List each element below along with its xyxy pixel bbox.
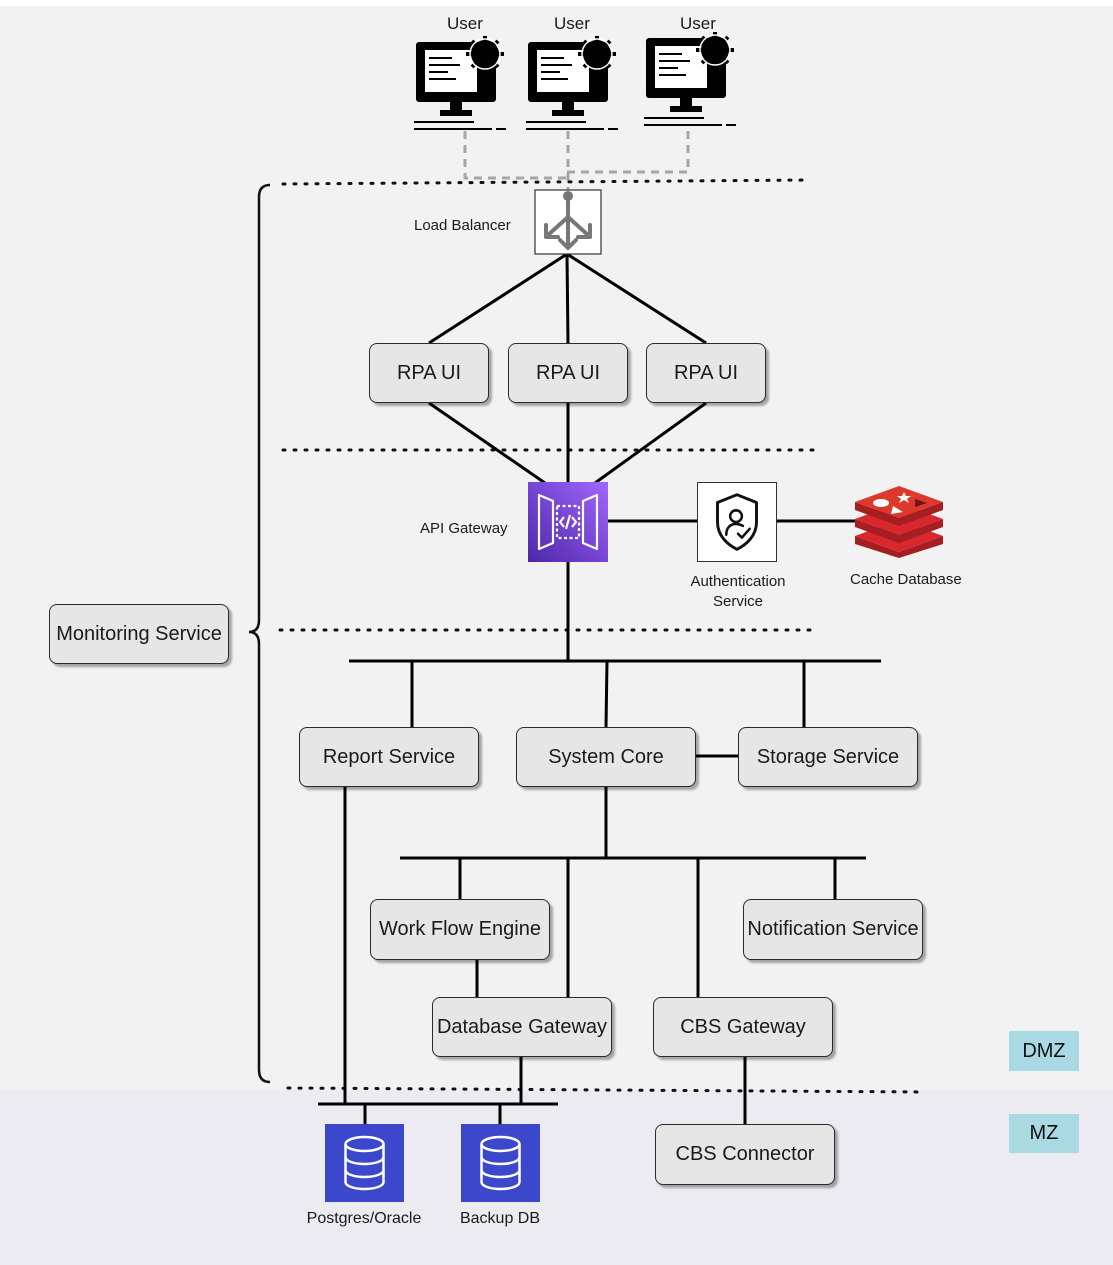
- user-label-2: User: [554, 14, 590, 33]
- auth-service-text: Authentication Service: [690, 573, 786, 610]
- monitor-gear-icon: [644, 32, 736, 126]
- mz-zone-tag: MZ: [1009, 1114, 1079, 1153]
- monitor-gear-icon: [414, 36, 506, 130]
- rpa-ui-node-1[interactable]: RPA UI: [369, 343, 489, 403]
- monitor-gear-icon: [526, 36, 618, 130]
- load-balancer-icon: [534, 189, 602, 255]
- shield-user-icon[interactable]: [697, 482, 777, 562]
- redis-stack-icon[interactable]: [853, 486, 945, 558]
- report-service-node[interactable]: Report Service: [299, 727, 479, 787]
- workflow-engine-node[interactable]: Work Flow Engine: [370, 899, 550, 960]
- api-gateway-icon[interactable]: [528, 482, 608, 562]
- rpa-ui-node-3[interactable]: RPA UI: [646, 343, 766, 403]
- storage-service-node[interactable]: Storage Service: [738, 727, 918, 787]
- notification-service-node[interactable]: Notification Service: [743, 899, 923, 960]
- load-balancer-label: Load Balancer: [414, 217, 511, 234]
- auth-service-label: Authentication Service: [678, 572, 798, 612]
- postgres-oracle-label: Postgres/Oracle: [306, 1210, 422, 1227]
- database-icon[interactable]: [325, 1124, 404, 1202]
- mz-area: [0, 1090, 1113, 1265]
- cache-db-label: Cache Database: [850, 571, 962, 588]
- rpa-ui-node-2[interactable]: RPA UI: [508, 343, 628, 403]
- database-gateway-node[interactable]: Database Gateway: [432, 997, 612, 1057]
- cbs-gateway-node[interactable]: CBS Gateway: [653, 997, 833, 1057]
- backup-db-label: Backup DB: [459, 1210, 541, 1227]
- user-label-3: User: [680, 14, 716, 33]
- system-core-node[interactable]: System Core: [516, 727, 696, 787]
- user-label-1: User: [447, 14, 483, 33]
- dmz-zone-tag: DMZ: [1009, 1031, 1079, 1071]
- monitoring-service-node[interactable]: Monitoring Service: [49, 604, 229, 664]
- cbs-connector-node[interactable]: CBS Connector: [655, 1124, 835, 1185]
- api-gateway-label: API Gateway: [420, 520, 508, 537]
- database-icon[interactable]: [461, 1124, 540, 1202]
